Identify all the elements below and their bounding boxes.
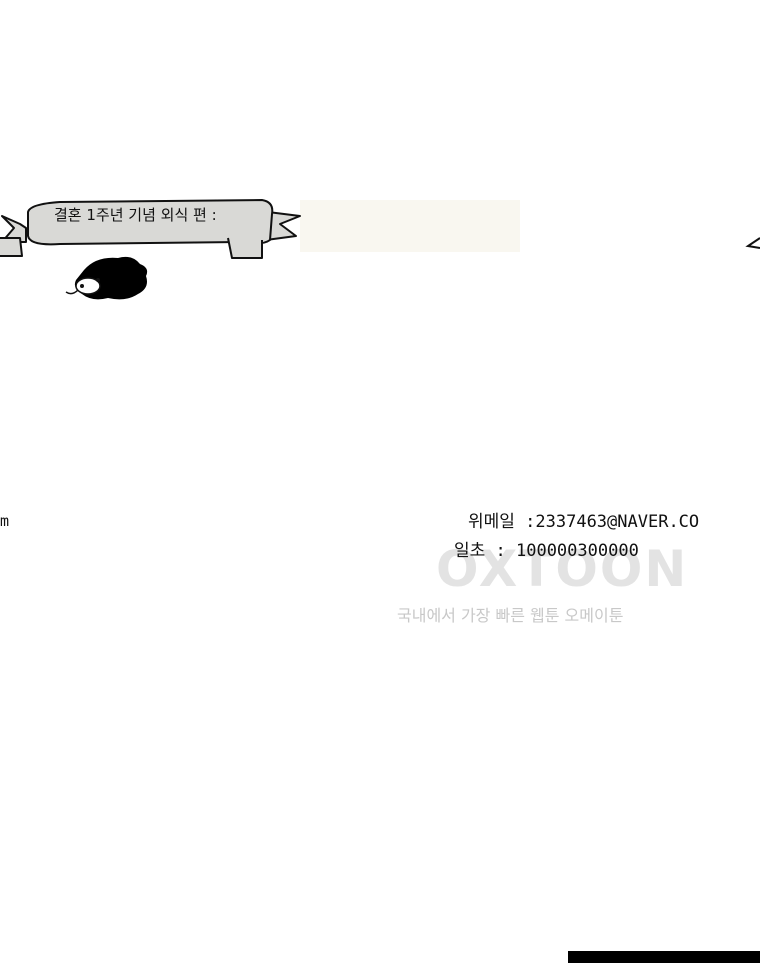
account-line: 일초 : 100000300000 — [454, 541, 639, 561]
watermark-tagline: 국내에서 가장 빠른 웹툰 오메이툰 — [397, 606, 624, 625]
email-line: 위메일 :2337463@NAVER.CO — [468, 512, 700, 532]
cropped-left-text: m — [0, 512, 10, 530]
dog-head-icon — [65, 256, 148, 300]
banner-title: 결혼 1주년 기념 외식 편 : — [54, 206, 217, 224]
bottom-edge-bar — [568, 951, 760, 963]
site-watermark: OXTOON — [436, 540, 689, 598]
cropped-ribbon-fragment — [745, 237, 760, 249]
title-banner — [0, 199, 520, 300]
